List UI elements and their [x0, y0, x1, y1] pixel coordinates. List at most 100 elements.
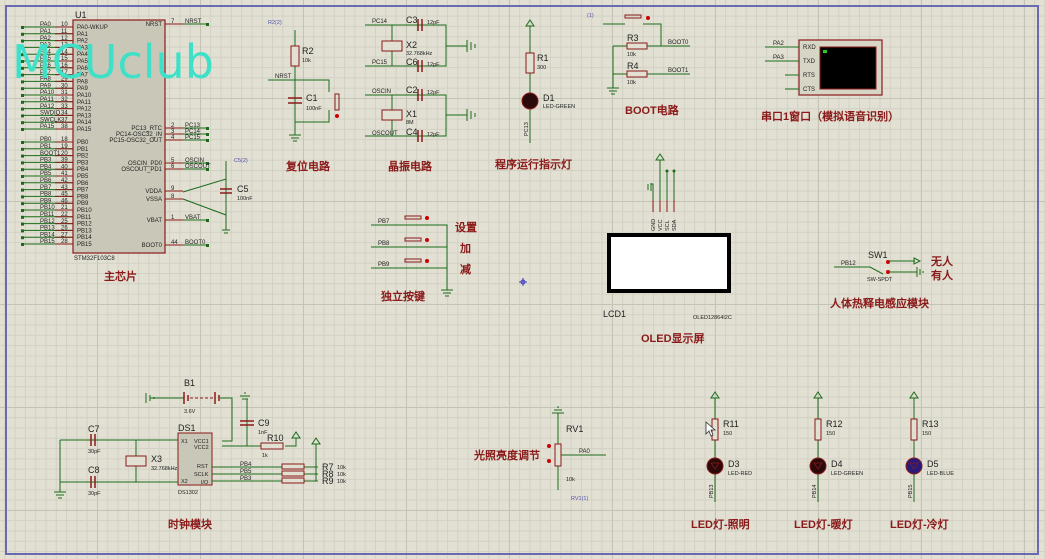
- pin-terminal[interactable]: [206, 133, 209, 136]
- reset-probe[interactable]: R2(2): [268, 20, 282, 26]
- pin-terminal[interactable]: [206, 219, 209, 222]
- pin-terminal[interactable]: [21, 114, 24, 118]
- led-indicator[interactable]: [905, 457, 923, 475]
- rv1-body[interactable]: [554, 443, 562, 467]
- pin-terminal[interactable]: [21, 32, 24, 36]
- pin-terminal[interactable]: [21, 73, 24, 77]
- r1-value: 300: [537, 65, 546, 71]
- pin-terminal[interactable]: [21, 87, 24, 91]
- uart-screen[interactable]: [819, 46, 877, 90]
- pin-name: PA12: [77, 107, 92, 113]
- pin-net-label: PC13: [185, 123, 201, 129]
- pin-terminal[interactable]: [21, 53, 24, 57]
- r7-body[interactable]: [281, 463, 305, 470]
- pin-terminal[interactable]: [21, 154, 24, 158]
- pin-terminal[interactable]: [206, 162, 209, 165]
- pot-probe[interactable]: RV1(1): [571, 496, 588, 502]
- pin-terminal[interactable]: [21, 107, 24, 111]
- pin-terminal[interactable]: [206, 244, 209, 247]
- pin-terminal[interactable]: [21, 94, 24, 97]
- rtc-module[interactable]: B1 3.6V C9 1nF R10 1k DS1 DS1302 X1 X2 V…: [54, 378, 346, 531]
- d1-led[interactable]: [521, 92, 539, 110]
- x2-body[interactable]: [381, 40, 403, 52]
- pin-terminal[interactable]: [21, 39, 24, 43]
- r10-body[interactable]: [260, 442, 284, 450]
- ds1-body[interactable]: [177, 432, 213, 486]
- resistor-body[interactable]: [910, 418, 918, 441]
- led-indicator[interactable]: [706, 457, 724, 475]
- boot-probe[interactable]: (1): [587, 13, 594, 19]
- key-set-button[interactable]: [404, 215, 422, 220]
- boot-circuit[interactable]: (1) R3 10k R4 10k BOOT0 BOOT1 BOOT电路: [587, 13, 690, 117]
- pin-terminal[interactable]: [21, 215, 24, 219]
- pin-terminal[interactable]: [21, 46, 24, 50]
- r3-body[interactable]: [626, 42, 648, 50]
- pin-terminal[interactable]: [21, 202, 24, 206]
- pir-sensor[interactable]: SW1 PB12 SW-SPDT 无人 有人 人体热释电感应模块: [830, 250, 954, 310]
- r1-body[interactable]: [525, 52, 535, 74]
- pin-terminal[interactable]: [206, 168, 209, 171]
- r4-ref: R4: [627, 61, 639, 71]
- pin-terminal[interactable]: [21, 195, 24, 199]
- pin-terminal[interactable]: [21, 222, 24, 226]
- boot-button[interactable]: [624, 14, 642, 19]
- pin-terminal[interactable]: [21, 60, 24, 63]
- c5-probe[interactable]: C5(2): [234, 158, 248, 164]
- pin-terminal[interactable]: [21, 147, 24, 151]
- reset-circuit[interactable]: R2(2) R2 10k NRST C1 100nF 复位电路: [268, 20, 340, 173]
- key-plus-button[interactable]: [404, 237, 422, 242]
- pin-terminal[interactable]: [21, 141, 24, 144]
- resistor-body[interactable]: [814, 418, 822, 441]
- reset-button[interactable]: [334, 93, 340, 111]
- r8-body[interactable]: [281, 470, 305, 477]
- pin-terminal[interactable]: [21, 175, 24, 178]
- sw1-contact[interactable]: [886, 270, 890, 274]
- uart-terminal[interactable]: PA2 PA3 RXD TXD RTS CTS 串口1窗口（模拟语音识别）: [761, 39, 899, 123]
- keys-circuit[interactable]: PB7 PB8 PB9 设置 加 减 独立按键: [371, 215, 527, 303]
- r9-body[interactable]: [281, 477, 305, 484]
- pin-terminal[interactable]: [21, 121, 24, 125]
- pin-terminal[interactable]: [21, 168, 24, 172]
- pin-terminal[interactable]: [21, 26, 24, 29]
- rv1-adjust-up[interactable]: [547, 444, 551, 448]
- light-pot[interactable]: RV1 PA0 10k RV1(1) 光照亮度调节: [473, 406, 606, 502]
- pin-terminal[interactable]: [21, 100, 24, 104]
- pin-terminal[interactable]: [21, 66, 24, 70]
- led-indicator[interactable]: [809, 457, 827, 475]
- pin-name: PB2: [77, 154, 89, 160]
- sw1-contact[interactable]: [886, 260, 890, 264]
- pin-terminal[interactable]: [21, 181, 24, 185]
- pin-terminal[interactable]: [21, 188, 24, 192]
- led-value: LED-RED: [728, 471, 752, 477]
- pin-terminal[interactable]: [21, 236, 24, 240]
- pin-terminal[interactable]: [21, 128, 24, 131]
- r4-body[interactable]: [626, 70, 648, 78]
- x3-body[interactable]: [125, 455, 147, 467]
- run-led-circuit[interactable]: R1 300 D1 LED-GREEN PC13 程序运行指示灯: [495, 19, 575, 171]
- x2-value: 32.768kHz: [406, 51, 433, 57]
- oled-screen[interactable]: [607, 233, 731, 293]
- c8-value: 30pF: [88, 491, 101, 497]
- r2-body[interactable]: [290, 45, 300, 67]
- pin-terminal[interactable]: [206, 139, 209, 142]
- mcu-body[interactable]: [72, 19, 166, 254]
- x1-body[interactable]: [381, 109, 403, 121]
- pin-net-label: PB9: [40, 198, 52, 204]
- pin-terminal[interactable]: [21, 229, 24, 233]
- key-minus-button[interactable]: [404, 258, 422, 263]
- pin-terminal[interactable]: [21, 243, 24, 246]
- pin-terminal[interactable]: [206, 23, 209, 26]
- pin-net-label: SWCLK: [40, 117, 61, 123]
- rv1-adjust-down[interactable]: [547, 459, 551, 463]
- pin-terminal[interactable]: [21, 209, 24, 212]
- crystal-circuit[interactable]: PC14 PC15 OSCIN OSCOUT X2 32.768kHz X1 8…: [365, 15, 476, 173]
- pin-terminal[interactable]: [21, 80, 24, 84]
- pin-terminal[interactable]: [21, 161, 24, 165]
- pin-terminal[interactable]: [206, 127, 209, 130]
